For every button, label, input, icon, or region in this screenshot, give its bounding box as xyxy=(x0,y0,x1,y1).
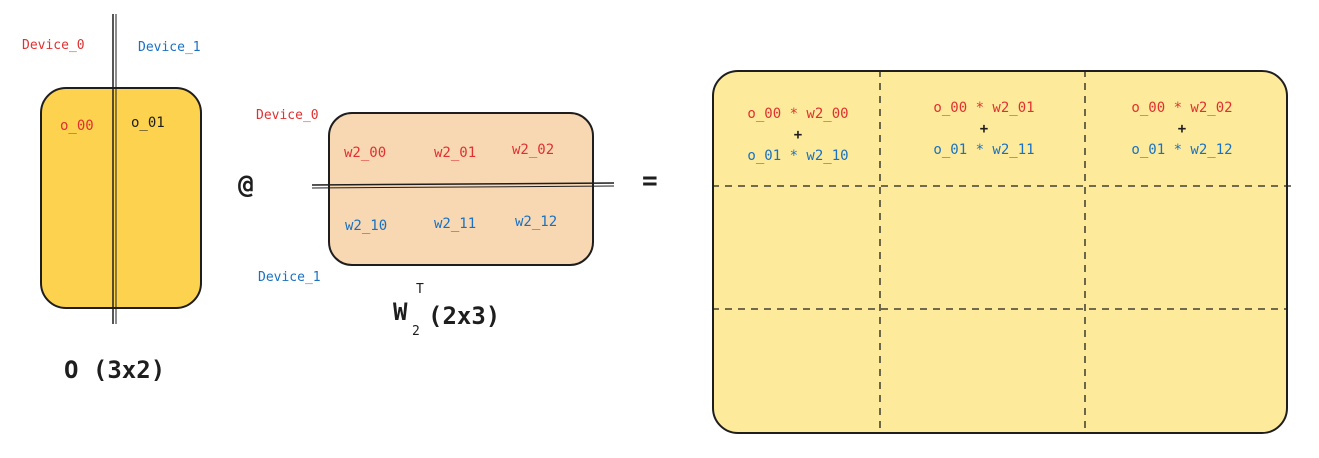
result-cell-00: o_00 * w2_00 + o_01 * w2_10 xyxy=(708,104,888,167)
o-device1-label: Device_1 xyxy=(138,40,201,55)
result-cell-02: o_00 * w2_02 + o_01 * w2_12 xyxy=(1092,98,1272,161)
w2t-caption-dims: (2x3) xyxy=(428,302,501,330)
w2t-caption-sup: T xyxy=(416,282,424,297)
result-cell-02-top: o_00 * w2_02 xyxy=(1131,100,1233,116)
w-split-line-a xyxy=(311,182,615,186)
w2t-caption-sub: 2 xyxy=(412,324,420,339)
result-matrix xyxy=(712,70,1288,434)
w-cell-02: w2_02 xyxy=(512,142,555,158)
w-device1-label: Device_1 xyxy=(258,270,321,285)
w-split-line-b xyxy=(311,185,615,189)
w-cell-11: w2_11 xyxy=(434,216,477,232)
w2t-caption: W xyxy=(393,298,407,326)
o-matrix xyxy=(40,87,202,309)
w-cell-01: w2_01 xyxy=(434,145,477,161)
o-caption: O (3x2) xyxy=(64,356,166,384)
result-cell-01: o_00 * w2_01 + o_01 * w2_11 xyxy=(894,98,1074,161)
result-cell-01-top: o_00 * w2_01 xyxy=(933,100,1035,116)
w2t-matrix xyxy=(328,112,594,266)
o-device0-label: Device_0 xyxy=(22,38,85,53)
o-cell-00: o_00 xyxy=(60,118,94,134)
w-cell-12: w2_12 xyxy=(515,214,558,230)
w-cell-00: w2_00 xyxy=(344,145,387,161)
result-cell-00-bottom: o_01 * w2_10 xyxy=(747,148,849,164)
w2t-caption-letter: W xyxy=(393,298,408,326)
result-cell-02-plus: + xyxy=(1177,121,1187,137)
o-cell-01: o_01 xyxy=(131,115,165,131)
w-cell-10: w2_10 xyxy=(345,218,388,234)
result-cell-01-bottom: o_01 * w2_11 xyxy=(933,142,1035,158)
w-device0-label: Device_0 xyxy=(256,108,319,123)
matmul-operator: @ xyxy=(238,170,254,200)
equals-operator: = xyxy=(642,166,658,196)
result-cell-01-plus: + xyxy=(979,121,989,137)
result-cell-02-bottom: o_01 * w2_12 xyxy=(1131,142,1233,158)
result-cell-00-top: o_00 * w2_00 xyxy=(747,106,849,122)
result-cell-00-plus: + xyxy=(793,127,803,143)
